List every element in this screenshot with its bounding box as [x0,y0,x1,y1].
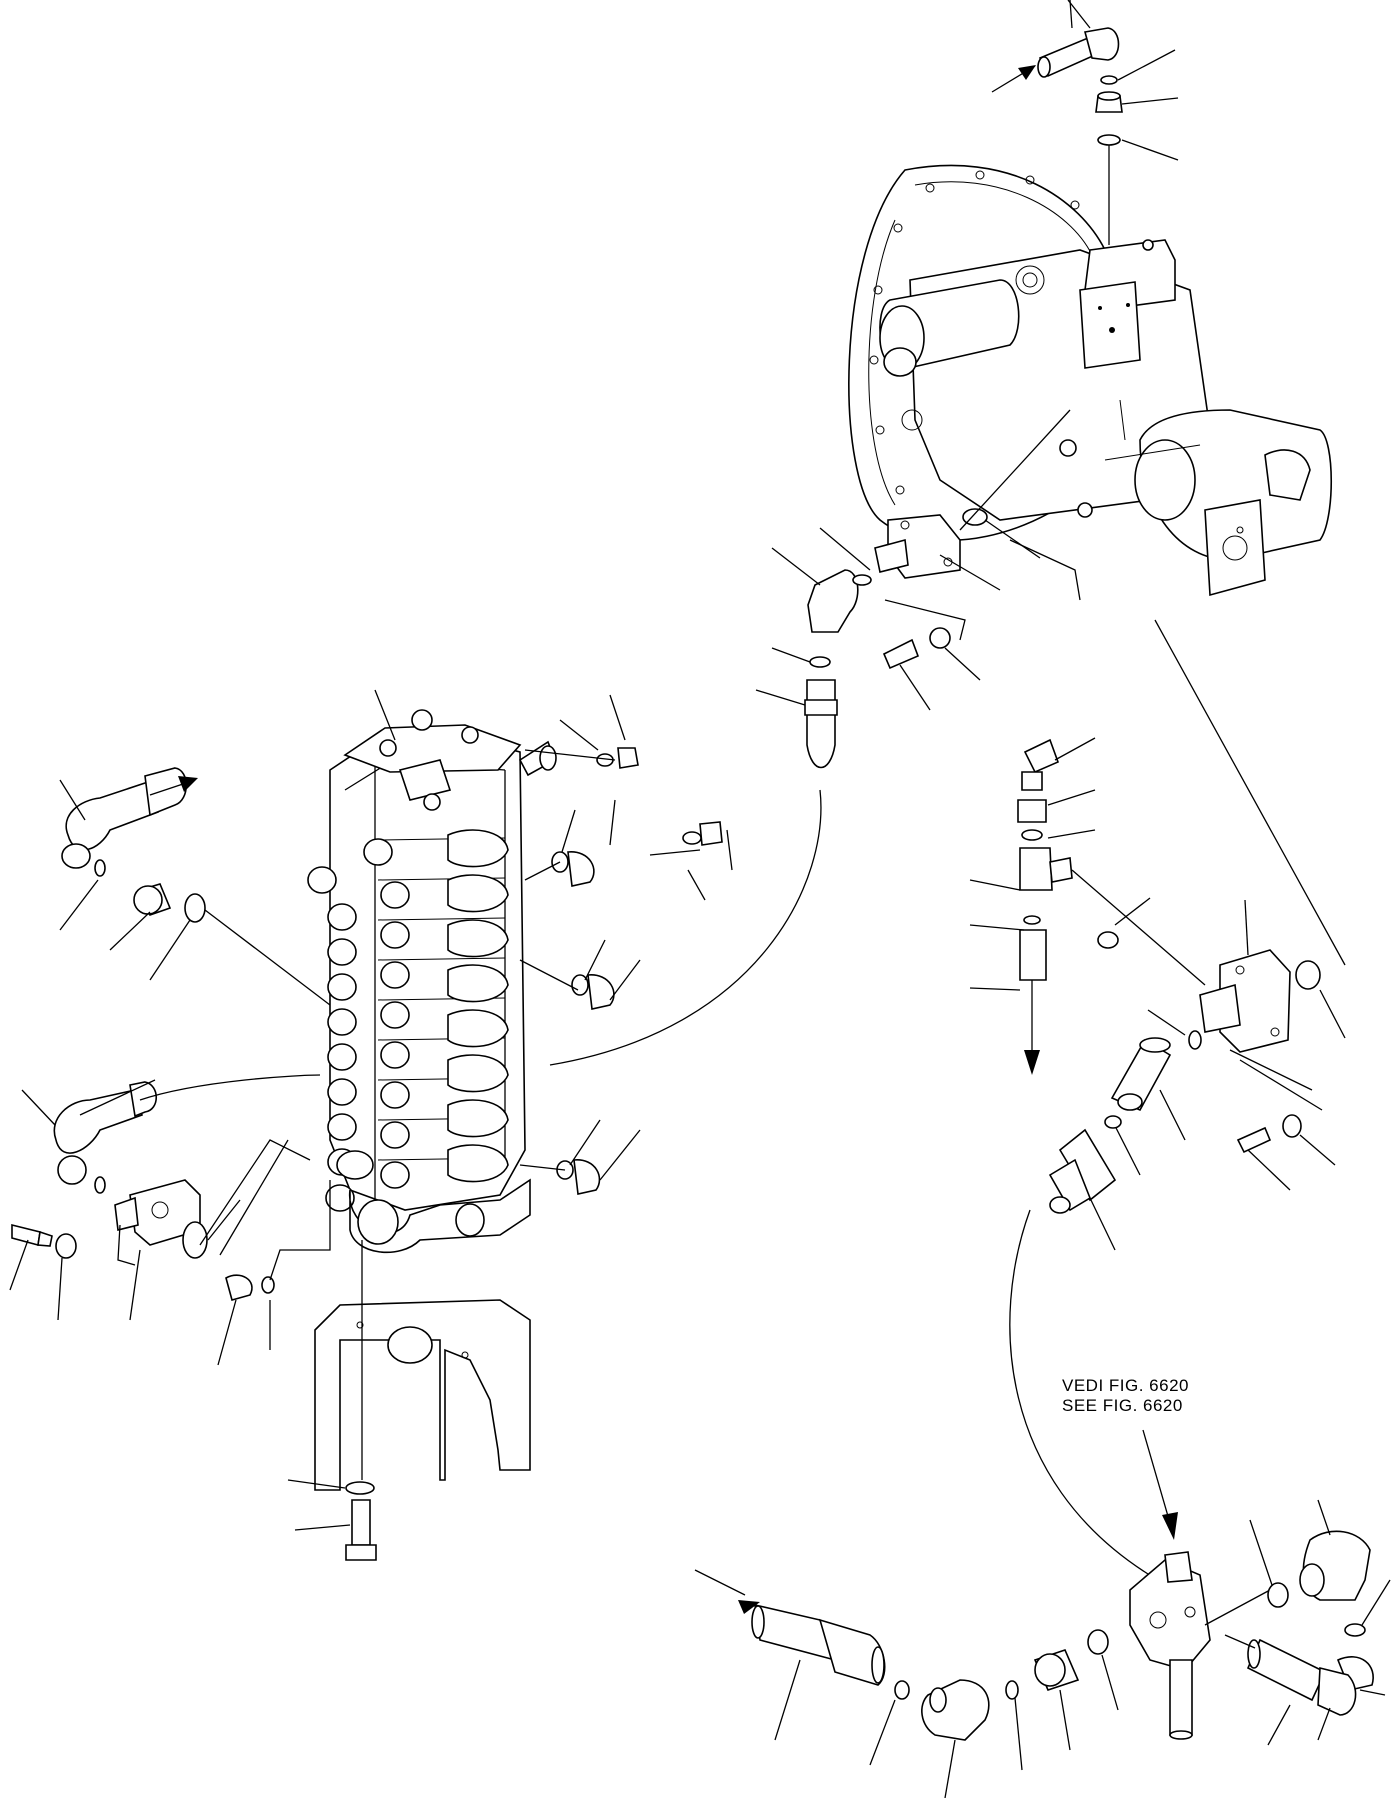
control-valve-assembly [308,710,556,1252]
right-flange-adapter [1155,620,1345,1090]
hose-to-filter [1010,1116,1148,1574]
spool-ends-left [308,839,409,1211]
left-lower-flange [80,1080,310,1265]
leader-valve [375,690,395,740]
pilot-filter-block [1130,1552,1270,1739]
bolt-washer-upper [884,600,980,710]
tee-oring [1098,898,1150,948]
reference-line-1: VEDI FIG. 6620 [1062,1376,1189,1395]
see-fig-arrow [1143,1430,1178,1540]
left-upper-fittings [60,880,330,1005]
left-bolt-washer [10,1225,140,1320]
cross-reference-note: VEDI FIG. 6620 SEE FIG. 6620 [1062,1376,1189,1416]
leader-pump-flange [1010,540,1080,600]
elbow-fitting-upper [772,528,871,667]
right-bolt-washer [1238,1060,1335,1190]
frame-bolt [288,1240,376,1560]
reference-line-2: SEE FIG. 6620 [1062,1396,1183,1415]
right-elbow-45 [1112,1010,1201,1175]
pump-assembly [849,165,1331,595]
left-lower-hose [22,1075,320,1193]
flange-bolt-holes [870,171,1079,494]
bottom-right-hose [1225,1635,1356,1745]
hose-pump-to-valve [550,680,837,1065]
arrow-inlet-top [992,65,1036,92]
pilot-stack [970,738,1205,1075]
pump-outlet-flange [875,410,1070,590]
mounting-frame [315,1300,530,1490]
valve-right-plugs [520,695,732,1194]
lower-plug [218,1180,330,1365]
top-fittings-stack [1068,0,1178,245]
bottom-right-elbow [1250,1500,1390,1695]
left-upper-hose [60,768,198,876]
top-inlet-hose [1038,0,1119,77]
bottom-elbow [870,1630,1118,1798]
spool-links-right [448,830,508,1182]
bottom-inlet-hose [695,1570,885,1740]
